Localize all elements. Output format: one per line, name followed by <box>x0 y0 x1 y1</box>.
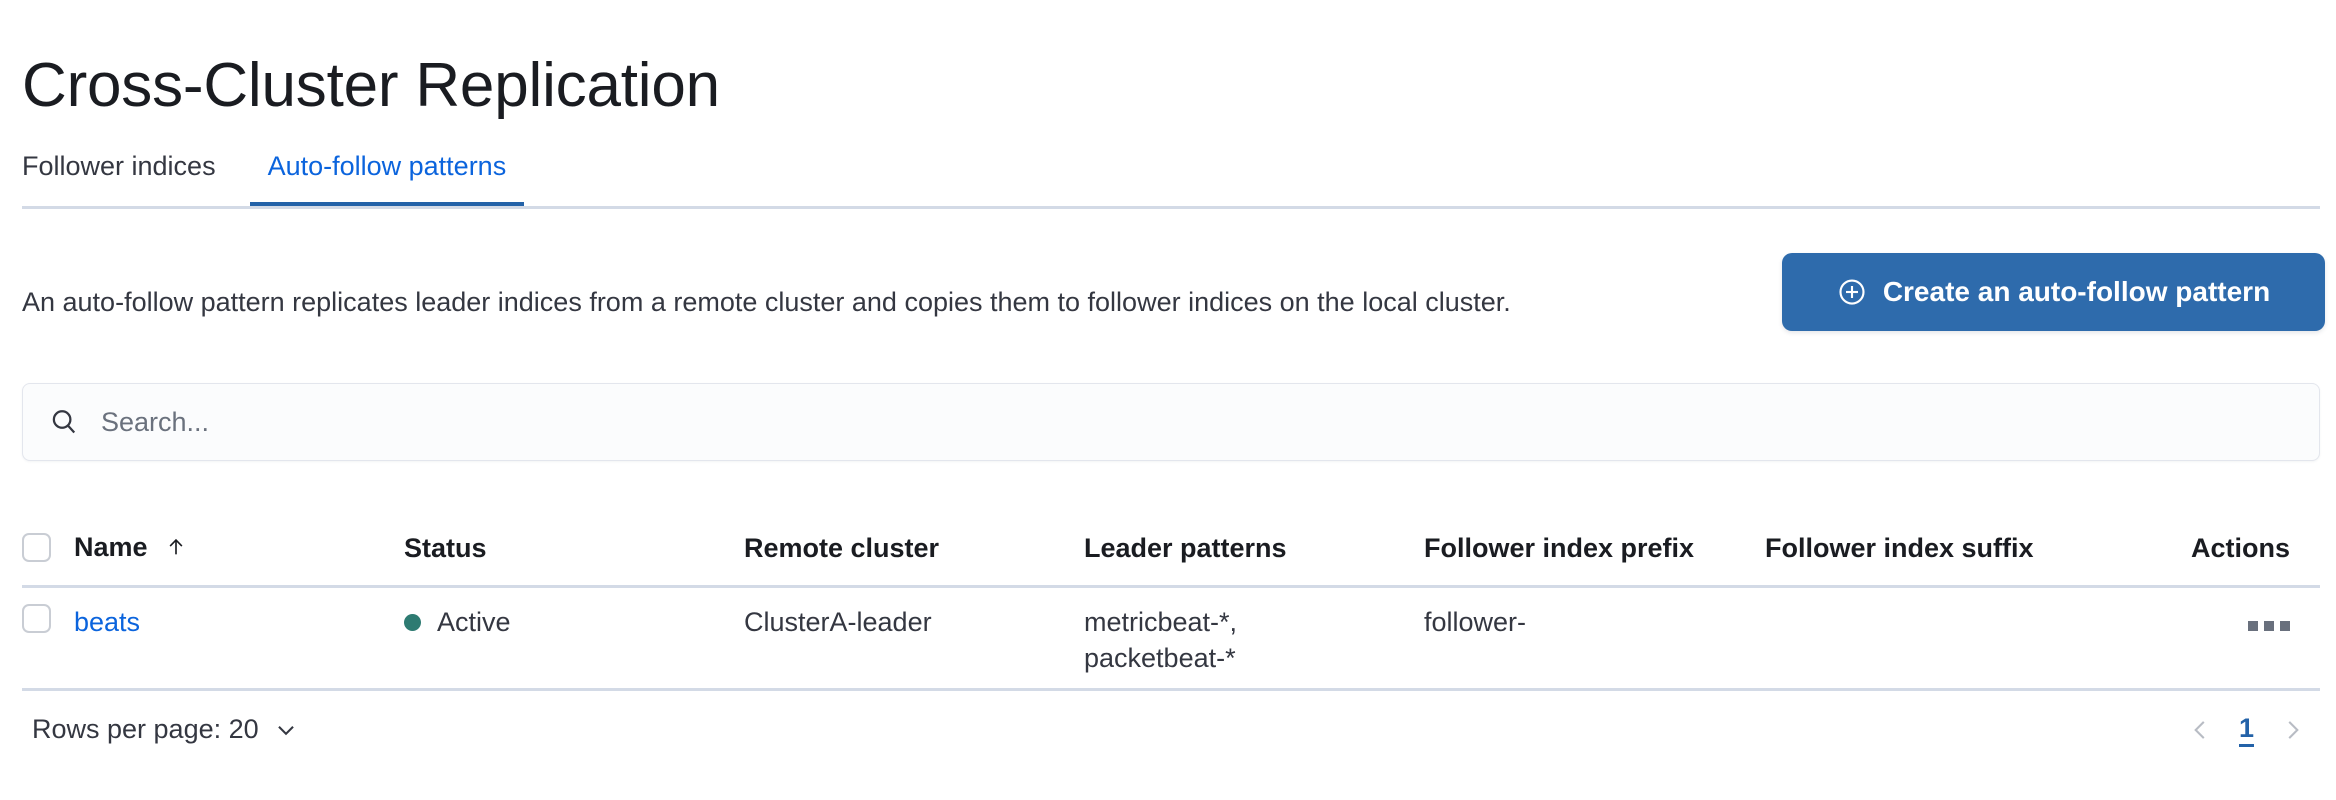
cell-name: beats <box>74 604 404 640</box>
cell-actions <box>2165 604 2320 640</box>
plus-in-circle-icon <box>1837 277 1867 307</box>
cell-remote-cluster: ClusterA-leader <box>744 607 932 637</box>
page-description: An auto-follow pattern replicates leader… <box>22 287 1511 317</box>
auto-follow-patterns-table: Name Status Remote cluster Leader patter… <box>22 510 2320 691</box>
create-auto-follow-pattern-button[interactable]: Create an auto-follow pattern <box>1782 253 2325 331</box>
column-header-status[interactable]: Status <box>404 530 744 566</box>
column-header-status-label: Status <box>404 532 487 563</box>
column-header-actions-label: Actions <box>2190 532 2290 563</box>
pagination: 1 <box>2187 712 2320 747</box>
table-row: beats Active ClusterA-leader metricbeat-… <box>22 588 2320 688</box>
search-icon <box>49 407 79 437</box>
column-header-name-label: Name <box>74 531 148 562</box>
table-header-row: Name Status Remote cluster Leader patter… <box>22 510 2320 585</box>
column-header-leader-patterns-label: Leader patterns <box>1084 532 1287 563</box>
rows-per-page-selector[interactable]: Rows per page: 20 <box>22 714 299 745</box>
column-header-actions: Actions <box>2165 530 2320 566</box>
tab-follower-indices-label: Follower indices <box>22 151 216 181</box>
pagination-page-1[interactable]: 1 <box>2238 712 2254 747</box>
create-auto-follow-pattern-label: Create an auto-follow pattern <box>1882 276 2271 307</box>
page-title: Cross-Cluster Replication <box>22 50 720 120</box>
column-header-follower-index-prefix-label: Follower index prefix <box>1424 532 1695 563</box>
chevron-down-icon <box>273 717 299 743</box>
table-footer: Rows per page: 20 1 <box>22 712 2320 747</box>
column-header-follower-index-suffix-label: Follower index suffix <box>1765 532 2034 563</box>
cell-follower-index-prefix: follower- <box>1424 607 1527 637</box>
search-bar[interactable] <box>22 383 2320 461</box>
pattern-name-link[interactable]: beats <box>74 607 141 637</box>
cell-status: Active <box>404 604 744 640</box>
leader-pattern-line-2: packetbeat-* <box>1084 643 1236 673</box>
tab-bar: Follower indices Auto-follow patterns <box>22 142 558 210</box>
leader-pattern-line-1: metricbeat-*, <box>1084 607 1238 637</box>
tab-auto-follow-patterns-label: Auto-follow patterns <box>267 151 507 181</box>
table-header-divider <box>22 585 2320 588</box>
tab-auto-follow-patterns[interactable]: Auto-follow patterns <box>249 142 524 208</box>
arrow-up-icon <box>165 531 187 567</box>
row-select-checkbox-cell <box>22 604 74 633</box>
row-select-checkbox[interactable] <box>22 604 51 633</box>
tab-follower-indices[interactable]: Follower indices <box>22 142 216 208</box>
column-header-remote-cluster[interactable]: Remote cluster <box>744 530 1084 566</box>
select-all-checkbox-cell <box>22 533 74 562</box>
table-footer-divider <box>22 688 2320 691</box>
rows-per-page-label: Rows per page: 20 <box>32 714 259 744</box>
tab-bar-divider <box>22 206 2320 209</box>
chevron-right-icon[interactable] <box>2280 715 2306 745</box>
cell-leader-patterns: metricbeat-*, packetbeat-* <box>1084 604 1424 676</box>
search-input[interactable] <box>99 384 2293 460</box>
column-header-remote-cluster-label: Remote cluster <box>744 532 940 563</box>
status-dot-icon <box>404 613 421 631</box>
more-actions-icon[interactable] <box>2248 621 2290 631</box>
column-header-name[interactable]: Name <box>74 529 404 567</box>
chevron-left-icon[interactable] <box>2187 715 2213 745</box>
column-header-leader-patterns[interactable]: Leader patterns <box>1084 530 1424 566</box>
column-header-follower-index-prefix[interactable]: Follower index prefix <box>1424 530 1765 566</box>
select-all-checkbox[interactable] <box>22 533 51 562</box>
status-label: Active <box>437 607 511 637</box>
column-header-follower-index-suffix[interactable]: Follower index suffix <box>1765 530 2165 566</box>
